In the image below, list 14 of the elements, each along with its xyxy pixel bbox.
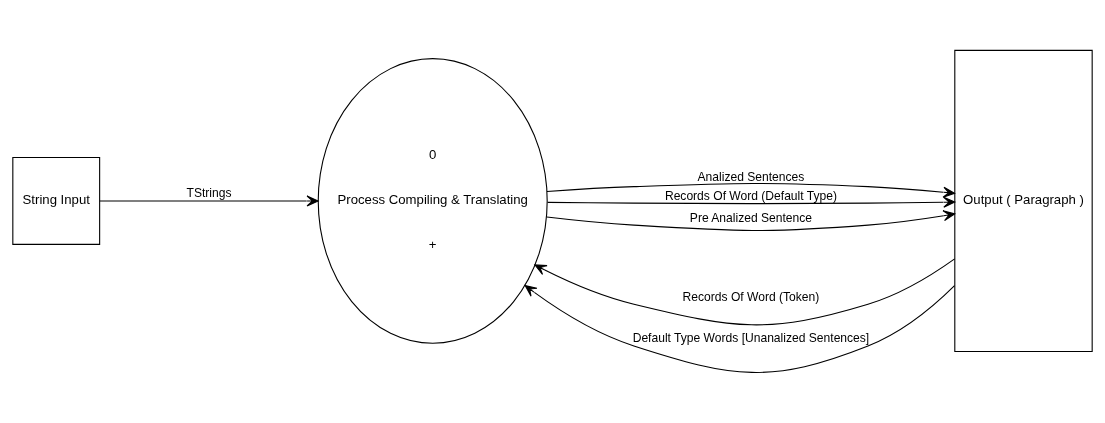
- arrow: [546, 182, 955, 198]
- edge-label: Default Type Words [Unanalized Sentences]: [632, 331, 870, 346]
- edge-label: Analized Sentences: [697, 169, 805, 184]
- edge-label: TStrings: [186, 186, 232, 201]
- arrow: [546, 210, 956, 232]
- edge-label: Pre Analized Sentence: [689, 210, 813, 225]
- edge-label: Records Of Word (Default Type): [664, 188, 837, 203]
- node-box: String Input: [12, 157, 101, 245]
- edge-label: Records Of Word (Token): [682, 289, 820, 304]
- arrow: [547, 196, 956, 208]
- node-box: Output ( Paragraph ): [954, 49, 1093, 353]
- arrow: [534, 258, 956, 326]
- arrow: [99, 195, 319, 207]
- arrow: [524, 285, 956, 373]
